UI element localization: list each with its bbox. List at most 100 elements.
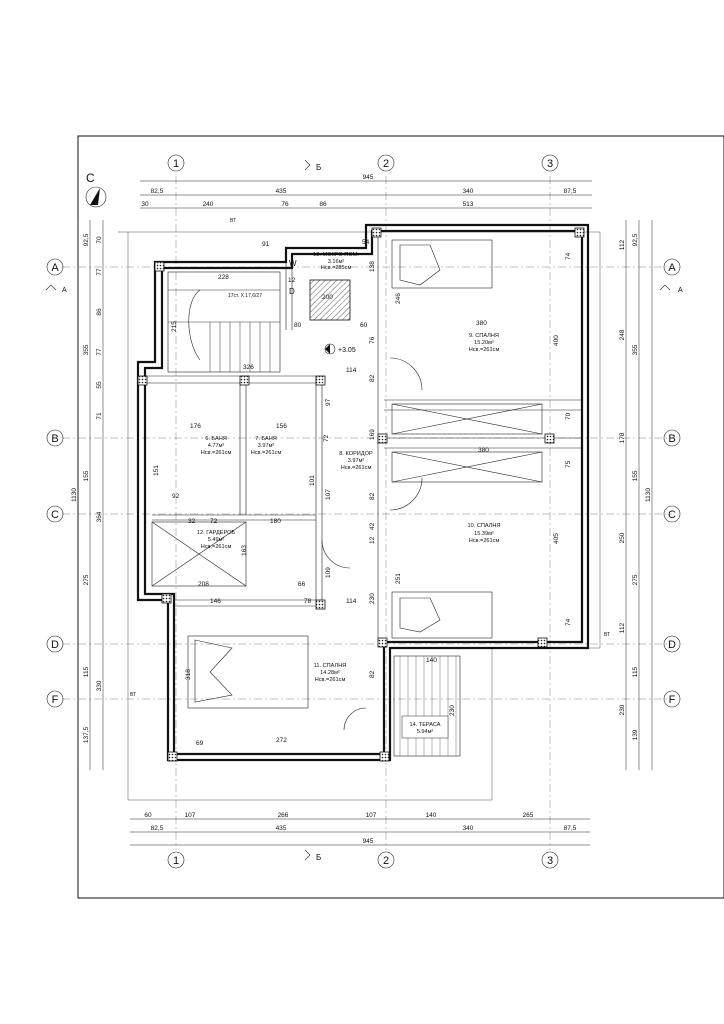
svg-text:Нсв.=261см: Нсв.=261см <box>469 538 500 544</box>
svg-text:54: 54 <box>362 239 370 246</box>
dim-bottom1-5: 265 <box>523 812 534 819</box>
grid-label-c-left: C <box>51 509 59 521</box>
svg-text:109: 109 <box>325 567 332 578</box>
svg-text:4.77м²: 4.77м² <box>208 443 225 449</box>
dim-right-outer-5: 139 <box>632 729 639 740</box>
dim-left-inner-4: 55 <box>96 381 103 389</box>
svg-text:151: 151 <box>153 465 160 476</box>
dim-bottom1-0: 60 <box>144 812 152 819</box>
svg-text:3.97м²: 3.97м² <box>348 458 365 464</box>
dim-bottom1-4: 140 <box>426 812 437 819</box>
svg-text:78: 78 <box>304 598 312 605</box>
roof-outline <box>118 231 601 801</box>
grid-label-1-bottom: 1 <box>173 855 179 867</box>
svg-text:Нсв.=261см: Нсв.=261см <box>341 465 372 471</box>
dim-top1-3: 87,5 <box>564 188 577 195</box>
svg-text:200: 200 <box>322 294 333 301</box>
dim-left-outer-2: 155 <box>83 470 90 481</box>
svg-text:97: 97 <box>325 398 332 406</box>
svg-text:92: 92 <box>172 493 180 500</box>
dim-top2-3: 86 <box>319 201 327 208</box>
dim-left-inner-6: 364 <box>96 511 103 522</box>
svg-text:101: 101 <box>309 475 316 486</box>
level-label: +3.05 <box>338 347 356 354</box>
svg-text:176: 176 <box>190 423 201 430</box>
svg-text:169: 169 <box>369 429 376 440</box>
staircase: 17ст. Х 17,6/27 <box>167 271 281 373</box>
dim-bottom2-1: 435 <box>276 825 287 832</box>
svg-text:Нсв.=285см: Нсв.=285см <box>321 265 352 271</box>
grid-axes <box>62 176 672 850</box>
dim-bottom2-0: 82,5 <box>151 825 164 832</box>
dim-top1-1: 435 <box>276 188 287 195</box>
vt-label-3: ВТ <box>130 692 136 698</box>
grid-label-f-left: F <box>52 694 59 706</box>
svg-text:32: 32 <box>188 518 196 525</box>
svg-text:12. ГАРДЕРОБ: 12. ГАРДЕРОБ <box>197 530 236 536</box>
dim-left-inner-0: 70 <box>96 236 103 244</box>
columns <box>137 227 585 762</box>
svg-text:3.16м²: 3.16м² <box>328 259 345 265</box>
dim-bottom-total: 945 <box>363 838 374 845</box>
grid-label-f-right: F <box>669 694 676 706</box>
svg-text:82: 82 <box>369 492 376 500</box>
grid-label-b-right: B <box>668 433 675 445</box>
grid-label-d-right: D <box>668 639 676 651</box>
svg-text:74: 74 <box>565 252 572 260</box>
svg-text:9. СПАЛНЯ: 9. СПАЛНЯ <box>469 333 499 339</box>
dim-bottom1-1: 107 <box>185 812 196 819</box>
dim-top2-0: 30 <box>141 201 149 208</box>
svg-text:13. МОКРО ПОМ.: 13. МОКРО ПОМ. <box>313 252 359 258</box>
grid-label-c-right: C <box>668 509 676 521</box>
svg-text:146: 146 <box>210 598 221 605</box>
grid-label-2-bottom: 2 <box>383 855 389 867</box>
dimensions-bottom: 60 107 266 107 140 265 82,5 435 340 87,5… <box>130 812 590 846</box>
vt-label-2: ВТ <box>604 632 610 638</box>
dimensions-left: 1130 92,5 355 155 275 115 137,5 70 77 86… <box>71 220 104 770</box>
grid-label-2-top: 2 <box>383 158 389 170</box>
svg-text:140: 140 <box>426 657 437 664</box>
level-mark: +3.05 <box>324 343 356 355</box>
dim-left-inner-1: 77 <box>96 268 103 276</box>
dim-right-inner-3: 250 <box>619 532 626 543</box>
dim-top1-2: 340 <box>463 188 474 195</box>
section-markers: Б Б А А <box>45 159 683 862</box>
beds <box>187 239 493 709</box>
dim-left-outer-5: 137,5 <box>83 726 90 743</box>
svg-text:8. КОРИДОР: 8. КОРИДОР <box>339 451 373 457</box>
north-label: С <box>86 171 95 185</box>
svg-text:Нсв.=261см: Нсв.=261см <box>469 347 500 353</box>
grid-label-3-bottom: 3 <box>547 855 553 867</box>
dryer-label: D <box>289 287 295 296</box>
grid-label-a-right: A <box>668 262 676 274</box>
svg-text:6. БАНЯ: 6. БАНЯ <box>205 436 227 442</box>
svg-text:230: 230 <box>369 593 376 604</box>
svg-text:72: 72 <box>323 434 330 442</box>
dim-top2-2: 76 <box>281 201 289 208</box>
svg-text:72: 72 <box>210 518 218 525</box>
svg-text:12: 12 <box>369 536 376 544</box>
svg-text:3.97м²: 3.97м² <box>258 443 275 449</box>
section-label-top: Б <box>316 163 321 172</box>
grid-label-b-left: B <box>51 433 58 445</box>
svg-text:10. СПАЛНЯ: 10. СПАЛНЯ <box>468 523 501 529</box>
dim-left-inner-7: 330 <box>96 680 103 691</box>
svg-text:60: 60 <box>360 322 368 329</box>
svg-text:246: 246 <box>395 293 402 304</box>
svg-text:91: 91 <box>262 241 270 248</box>
stair-label: 17ст. Х 17,6/27 <box>228 293 262 299</box>
dim-right-outer-3: 275 <box>632 574 639 585</box>
svg-text:326: 326 <box>243 364 254 371</box>
dim-left-inner-2: 86 <box>96 308 103 316</box>
svg-text:228: 228 <box>218 274 229 281</box>
svg-text:215: 215 <box>171 321 178 332</box>
dim-right-inner-1: 248 <box>619 329 626 340</box>
svg-text:230: 230 <box>449 705 456 716</box>
dim-bottom1-2: 266 <box>278 812 289 819</box>
svg-text:14.28м²: 14.28м² <box>320 670 340 676</box>
room-8: 8. КОРИДОР 3.97м² Нсв.=261см <box>339 451 373 471</box>
dim-right-outer-0: 92,5 <box>632 233 639 246</box>
svg-text:114: 114 <box>346 598 357 605</box>
room-10: 10. СПАЛНЯ 15.39м² Нсв.=261см <box>468 523 501 544</box>
svg-text:208: 208 <box>198 581 209 588</box>
